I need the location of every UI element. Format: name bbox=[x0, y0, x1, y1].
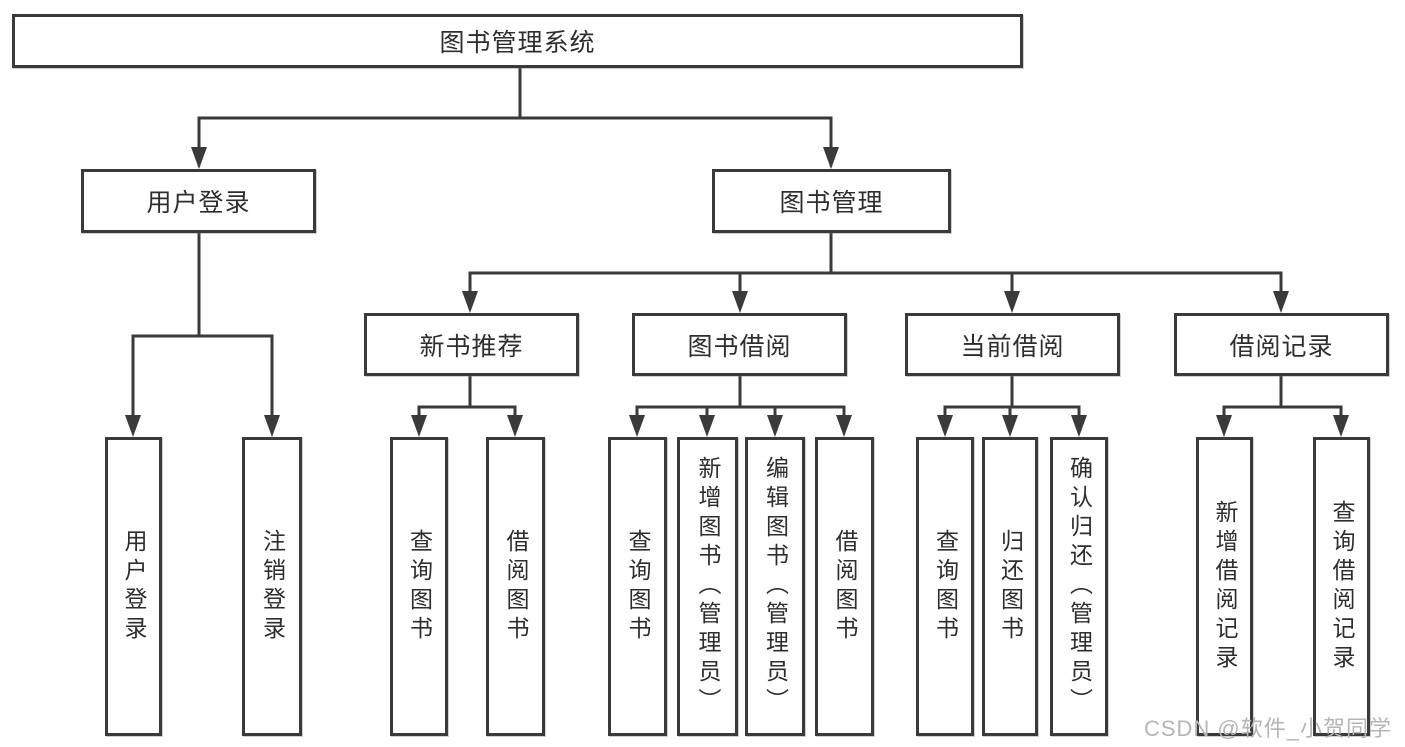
leaf-add-book-admin: 新增图书（管理员） bbox=[677, 437, 738, 736]
watermark: CSDN @软件_小贺同学 bbox=[1143, 716, 1392, 741]
connector-book-management bbox=[468, 233, 1283, 309]
connector-book-borrowing bbox=[635, 376, 846, 433]
node-new-book-recommendation: 新书推荐 bbox=[364, 313, 579, 376]
leaf-user-login: 用户登录 bbox=[105, 437, 162, 736]
node-borrowing-records: 借阅记录 bbox=[1174, 313, 1389, 376]
leaf-add-borrow-record: 新增借阅记录 bbox=[1196, 437, 1253, 736]
leaf-query-books-borrowing: 查询图书 bbox=[608, 437, 667, 736]
node-user-login: 用户登录 bbox=[81, 169, 316, 233]
leaf-borrow-books: 借阅图书 bbox=[815, 437, 874, 736]
leaf-query-books-current: 查询图书 bbox=[916, 437, 974, 736]
leaf-logout: 注销登录 bbox=[242, 437, 302, 736]
connector-borrow-records bbox=[1222, 376, 1343, 433]
connector-new-book bbox=[417, 376, 517, 433]
connector-root bbox=[197, 68, 833, 166]
leaf-query-borrow-record: 查询借阅记录 bbox=[1313, 437, 1370, 736]
leaf-borrow-books-recommend: 借阅图书 bbox=[486, 437, 545, 736]
node-book-borrowing: 图书借阅 bbox=[632, 313, 847, 376]
connector-user-login bbox=[131, 233, 274, 433]
node-book-management: 图书管理 bbox=[712, 169, 951, 233]
leaf-edit-book-admin: 编辑图书（管理员） bbox=[745, 437, 805, 736]
leaf-return-books: 归还图书 bbox=[982, 437, 1038, 736]
leaf-query-books-recommend: 查询图书 bbox=[390, 437, 448, 736]
node-current-borrowing: 当前借阅 bbox=[905, 313, 1120, 376]
node-library-management-system: 图书管理系统 bbox=[12, 14, 1023, 68]
arrowheads bbox=[125, 147, 1349, 437]
leaf-confirm-return-admin: 确认归还（管理员） bbox=[1050, 437, 1108, 736]
